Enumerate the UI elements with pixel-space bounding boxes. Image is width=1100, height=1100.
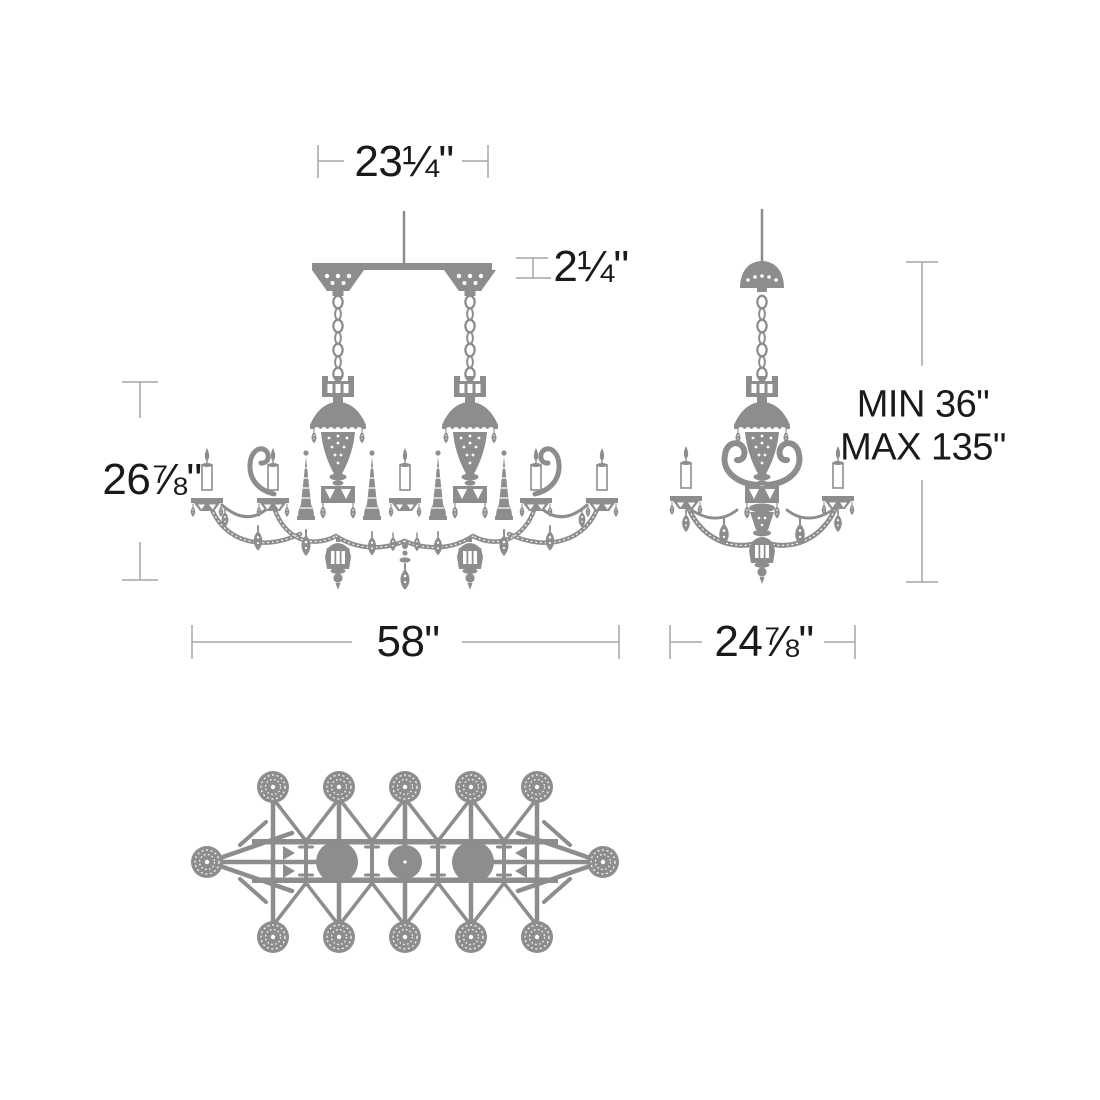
- side-bottom-stack: [749, 503, 775, 584]
- hanging-max-label: MAX 135": [840, 427, 1006, 469]
- plan-column-right: [452, 841, 494, 883]
- front-view: [191, 210, 619, 591]
- fixture-height-label: 26⅞": [102, 455, 202, 504]
- plan-garlands: [273, 799, 537, 925]
- dim-fixture-height-line: [122, 381, 158, 581]
- canopy-width-label: 23¼": [354, 137, 454, 186]
- plan-end-arms-left: [217, 820, 295, 904]
- plan-end-arms-right: [515, 820, 593, 904]
- side-view: [670, 208, 855, 584]
- side-canopy: [740, 261, 784, 292]
- side-width-label: 24⅞": [714, 617, 814, 666]
- fixture-width-label: 58": [376, 617, 440, 666]
- hanging-height-label: MIN 36" MAX 135": [840, 384, 1006, 471]
- dim-canopy-height-line: [516, 257, 551, 279]
- dimension-lines: [122, 145, 938, 659]
- front-center-cascade: [399, 543, 411, 591]
- hanging-min-label: MIN 36": [856, 383, 990, 426]
- scroll-right: [532, 446, 562, 497]
- front-chain-right: [464, 294, 476, 382]
- dim-fixture-width-line: [191, 625, 620, 659]
- canopy-height-label: 2¼": [553, 242, 629, 291]
- side-chain: [756, 294, 768, 382]
- plan-column-left: [316, 841, 358, 883]
- plan-view: [190, 770, 620, 954]
- scroll-left: [247, 446, 277, 497]
- front-column-left: [310, 376, 366, 519]
- plan-rail-bottom: [252, 877, 558, 883]
- front-mounting-bar: [312, 263, 492, 270]
- front-chain-left: [332, 294, 344, 382]
- dim-hanging-height-line: [906, 261, 938, 583]
- plan-rail-top: [252, 839, 558, 845]
- dim-canopy-width-line: [317, 145, 489, 178]
- front-column-right: [442, 376, 498, 519]
- plan-spire-markers: [298, 843, 512, 879]
- dim-side-width-line: [669, 625, 856, 659]
